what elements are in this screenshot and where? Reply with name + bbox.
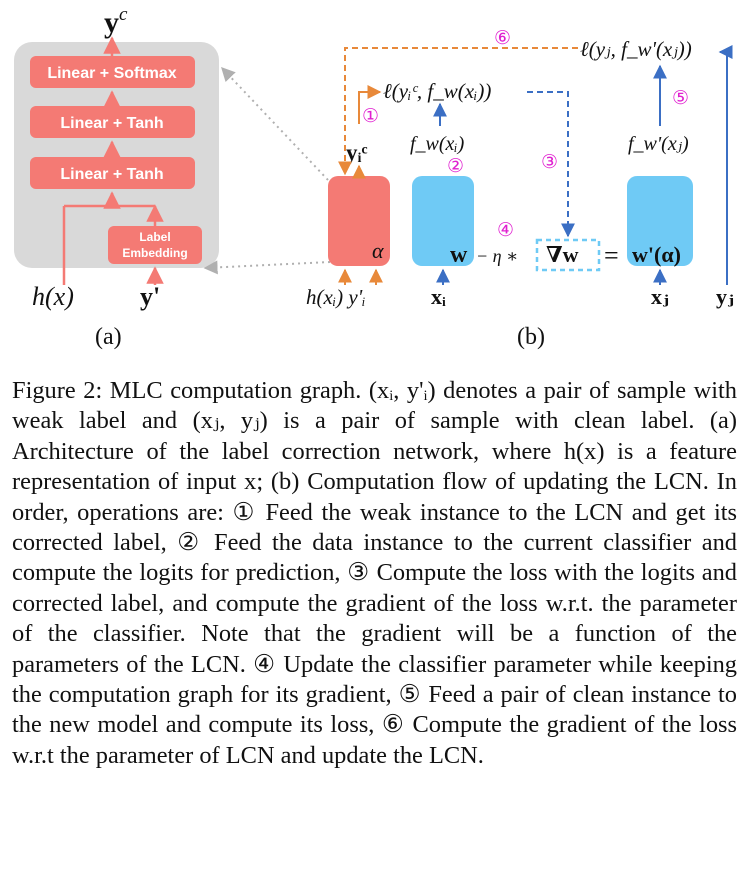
svg-text:②: ② xyxy=(447,156,464,177)
caption-a: (a) xyxy=(95,324,122,350)
new-w: w'(α) xyxy=(632,242,681,267)
input-y-prime: y' xyxy=(140,282,160,311)
input-yj: yⱼ xyxy=(716,284,734,309)
gradient-box xyxy=(535,238,601,272)
svg-text:Label: Label xyxy=(139,230,170,244)
input-h-x: h(x) xyxy=(32,282,74,311)
input-xj: xⱼ xyxy=(651,284,669,309)
svg-text:=: = xyxy=(604,241,619,270)
svg-text:Embedding: Embedding xyxy=(122,246,187,260)
svg-text:④: ④ xyxy=(497,220,514,241)
input-xi: xᵢ xyxy=(431,284,446,309)
svg-text:− η ∗: − η ∗ xyxy=(476,246,518,266)
label-embedding-box xyxy=(108,226,202,264)
output-label: yc xyxy=(104,4,128,39)
loss-clean: ℓ(yⱼ, f_w'(xⱼ)) xyxy=(580,37,692,61)
lcn-box xyxy=(328,176,390,266)
mlc-figure: yc Linear + Softmax Linear + Tanh Linear… xyxy=(14,4,734,350)
svg-text:⑥: ⑥ xyxy=(494,28,511,49)
svg-text:∇w: ∇w xyxy=(546,242,579,267)
svg-text:α: α xyxy=(372,238,384,263)
figure-caption: Figure 2: MLC computation graph. (xᵢ, y'… xyxy=(12,377,737,769)
layer-linear-softmax xyxy=(30,56,195,88)
svg-text:Linear + Softmax: Linear + Softmax xyxy=(47,65,176,82)
svg-text:Linear + Tanh: Linear + Tanh xyxy=(60,166,163,183)
classifier-box xyxy=(412,176,474,266)
panel-a: yc Linear + Softmax Linear + Tanh Linear… xyxy=(14,4,219,350)
svg-text:①: ① xyxy=(362,106,379,127)
lcn-inputs: h(xᵢ) y'ᵢ xyxy=(306,285,366,309)
caption-b: (b) xyxy=(517,324,545,350)
logits-weak: f_w(xᵢ) xyxy=(410,133,465,155)
svg-text:w: w xyxy=(450,242,468,268)
layer-linear-tanh-2 xyxy=(30,157,195,189)
layer-linear-tanh-1 xyxy=(30,106,195,138)
updated-classifier-box xyxy=(627,176,693,266)
panel-b: α h(xᵢ) y'ᵢ yᵢᶜ ① ⑥ ℓ(yᵢᶜ, f_w(xᵢ)) xᵢ f… xyxy=(306,28,734,350)
svg-text:Linear + Tanh: Linear + Tanh xyxy=(60,115,163,132)
logits-clean: f_w'(xⱼ) xyxy=(628,133,689,155)
corrected-label: yᵢᶜ xyxy=(346,140,368,165)
svg-text:⑤: ⑤ xyxy=(672,88,689,109)
loss-weak: ℓ(yᵢᶜ, f_w(xᵢ)) xyxy=(383,79,491,103)
svg-text:③: ③ xyxy=(541,152,558,173)
